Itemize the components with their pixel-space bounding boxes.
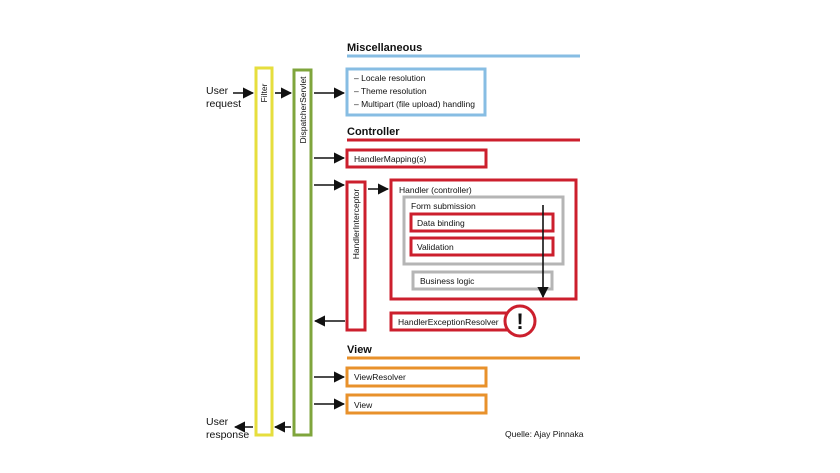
controller-section-title: Controller [347, 126, 400, 138]
handler-interceptor-label: HandlerInterceptor [351, 189, 361, 260]
validation-label: Validation [417, 242, 454, 252]
view-box [345, 393, 488, 415]
filter-label: Filter [259, 83, 269, 102]
misc-box [345, 67, 487, 117]
validation-box [409, 236, 555, 257]
misc-section-title: Miscellaneous [347, 42, 422, 54]
exception-resolver-label: HandlerExceptionResolver [398, 317, 499, 327]
source-credit: Quelle: Ajay Pinnaka [505, 429, 584, 439]
dispatcher-servlet-bar [292, 68, 313, 437]
handler-label: Handler (controller) [399, 185, 472, 195]
view-resolver-label: ViewResolver [354, 372, 406, 382]
user-request-label-line2: request [206, 98, 241, 110]
user-response-label-line1: User [206, 416, 229, 428]
misc-item-theme: – Theme resolution [354, 86, 427, 96]
view-resolver-box [345, 366, 488, 388]
misc-item-locale: – Locale resolution [354, 73, 426, 83]
user-request-label-line1: User [206, 85, 229, 97]
form-submission-box [402, 195, 565, 266]
data-binding-label: Data binding [417, 218, 465, 228]
misc-item-multipart: – Multipart (file upload) handling [354, 99, 475, 109]
handler-mapping-label: HandlerMapping(s) [354, 154, 426, 164]
handler-mapping-box [345, 148, 488, 169]
filter-bar [254, 66, 274, 437]
exception-warning-icon [503, 304, 537, 338]
business-logic-box [411, 270, 554, 291]
view-label: View [354, 400, 373, 410]
exception-warning-glyph: ! [516, 309, 523, 334]
dispatcher-servlet-label: DispatcherServlet [298, 76, 308, 144]
business-logic-label: Business logic [420, 276, 475, 286]
handler-interceptor-bar [345, 180, 367, 332]
view-section-title: View [347, 344, 372, 356]
form-submission-label: Form submission [411, 201, 476, 211]
handler-box [389, 178, 578, 301]
user-response-label-line2: response [206, 429, 249, 441]
data-binding-box [409, 212, 555, 233]
